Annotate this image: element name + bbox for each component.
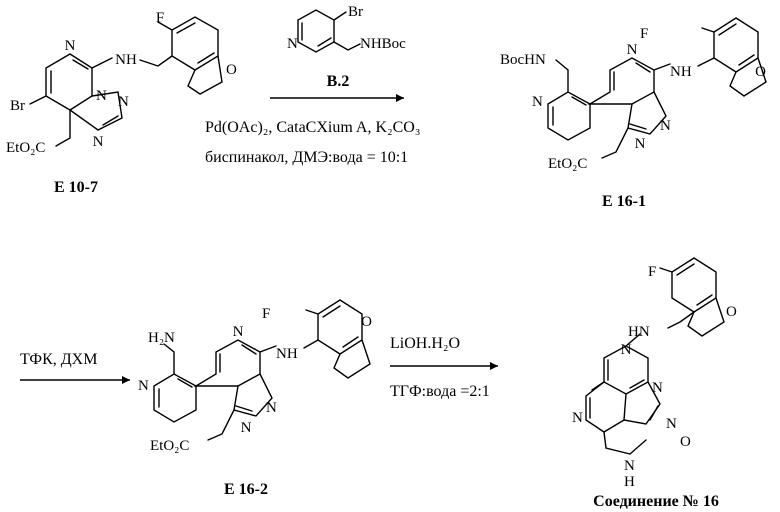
nitrogen-atom: N [241, 420, 252, 436]
nitrogen-atom: N [138, 378, 149, 394]
nh-group: NH [115, 52, 137, 68]
reagent-label: B.2 [327, 73, 350, 90]
nitrogen-atom: N [621, 342, 632, 358]
nitrogen-atom: N [93, 134, 104, 150]
compound-e16-2: H₂N N F NH O N N N EtO₂C E 16-2 [138, 300, 372, 498]
ester-group: EtO₂C [150, 438, 189, 454]
nitrogen-atom: N [660, 118, 671, 134]
oxygen-atom: O [755, 64, 766, 80]
nitrogen-atom: N [666, 416, 677, 432]
compound-e10-7: F NH O Br N N N N EtO₂C E 10-7 [6, 10, 237, 196]
nitrogen-atom: N [572, 410, 583, 426]
nitrogen-atom: N [65, 38, 76, 54]
hn-group: HN [628, 324, 650, 340]
reaction-step-1: Br N NHBoc B.2 Pd(OAc)₂, CataCXium A, K₂… [205, 4, 420, 166]
nitrogen-atom: N [233, 324, 244, 340]
nitrogen-atom: N [266, 400, 277, 416]
nitrogen-atom: N [627, 42, 638, 58]
compound-16: F O HN N N N N O N H Соединение № 16 [572, 258, 737, 510]
oxygen-atom: O [361, 314, 372, 330]
compound-b2: Br N NHBoc B.2 [287, 4, 406, 90]
nh-group: NH [670, 64, 692, 80]
ester-group: EtO₂C [548, 156, 587, 172]
amide-hydrogen: H [624, 474, 635, 490]
fluorine-atom: F [648, 264, 656, 280]
conditions-line-2: биспинакол, ДМЭ:вода = 10:1 [205, 149, 408, 166]
nitrogen-atom: N [287, 36, 298, 52]
oxygen-atom: O [226, 62, 237, 78]
bromine-atom: Br [348, 4, 363, 20]
conditions-line-2: ТГФ:вода =2:1 [390, 383, 490, 400]
fluorine-atom: F [156, 10, 164, 26]
conditions-line-1: LiOH.H₂O [390, 335, 460, 352]
nitrogen-atom: N [532, 94, 543, 110]
bochn-group: BocHN [500, 52, 546, 68]
oxygen-atom: O [726, 304, 737, 320]
ester-group: EtO₂C [6, 140, 45, 156]
nitrogen-atom: N [652, 380, 663, 396]
fluorine-atom: F [262, 306, 270, 322]
compound-label: Соединение № 16 [593, 493, 719, 510]
fluorine-atom: F [640, 26, 648, 42]
nitrogen-atom: N [96, 88, 107, 104]
conditions-line-1: Pd(OAc)₂, CataCXium A, K₂CO₃ [205, 119, 420, 136]
nitrogen-atom: N [635, 136, 646, 152]
compound-e16-1: BocHN N F NH O N N N EtO₂C E 16-1 [500, 18, 766, 210]
compound-label: E 16-2 [224, 481, 268, 498]
bromine-atom: Br [10, 98, 25, 114]
reaction-step-3: LiOH.H₂O ТГФ:вода =2:1 [390, 335, 498, 400]
carbonyl-oxygen: O [680, 434, 691, 450]
compound-label: E 16-1 [602, 193, 646, 210]
nh-group: NH [276, 346, 298, 362]
h2n-group: H₂N [148, 330, 175, 346]
amide-nitrogen: N [624, 458, 635, 474]
reaction-step-2: ТФК, ДХМ [20, 351, 130, 384]
conditions-line-1: ТФК, ДХМ [20, 351, 97, 368]
compound-label: E 10-7 [54, 179, 98, 196]
nitrogen-atom: N [118, 94, 129, 110]
nhboc-group: NHBoc [360, 36, 406, 52]
